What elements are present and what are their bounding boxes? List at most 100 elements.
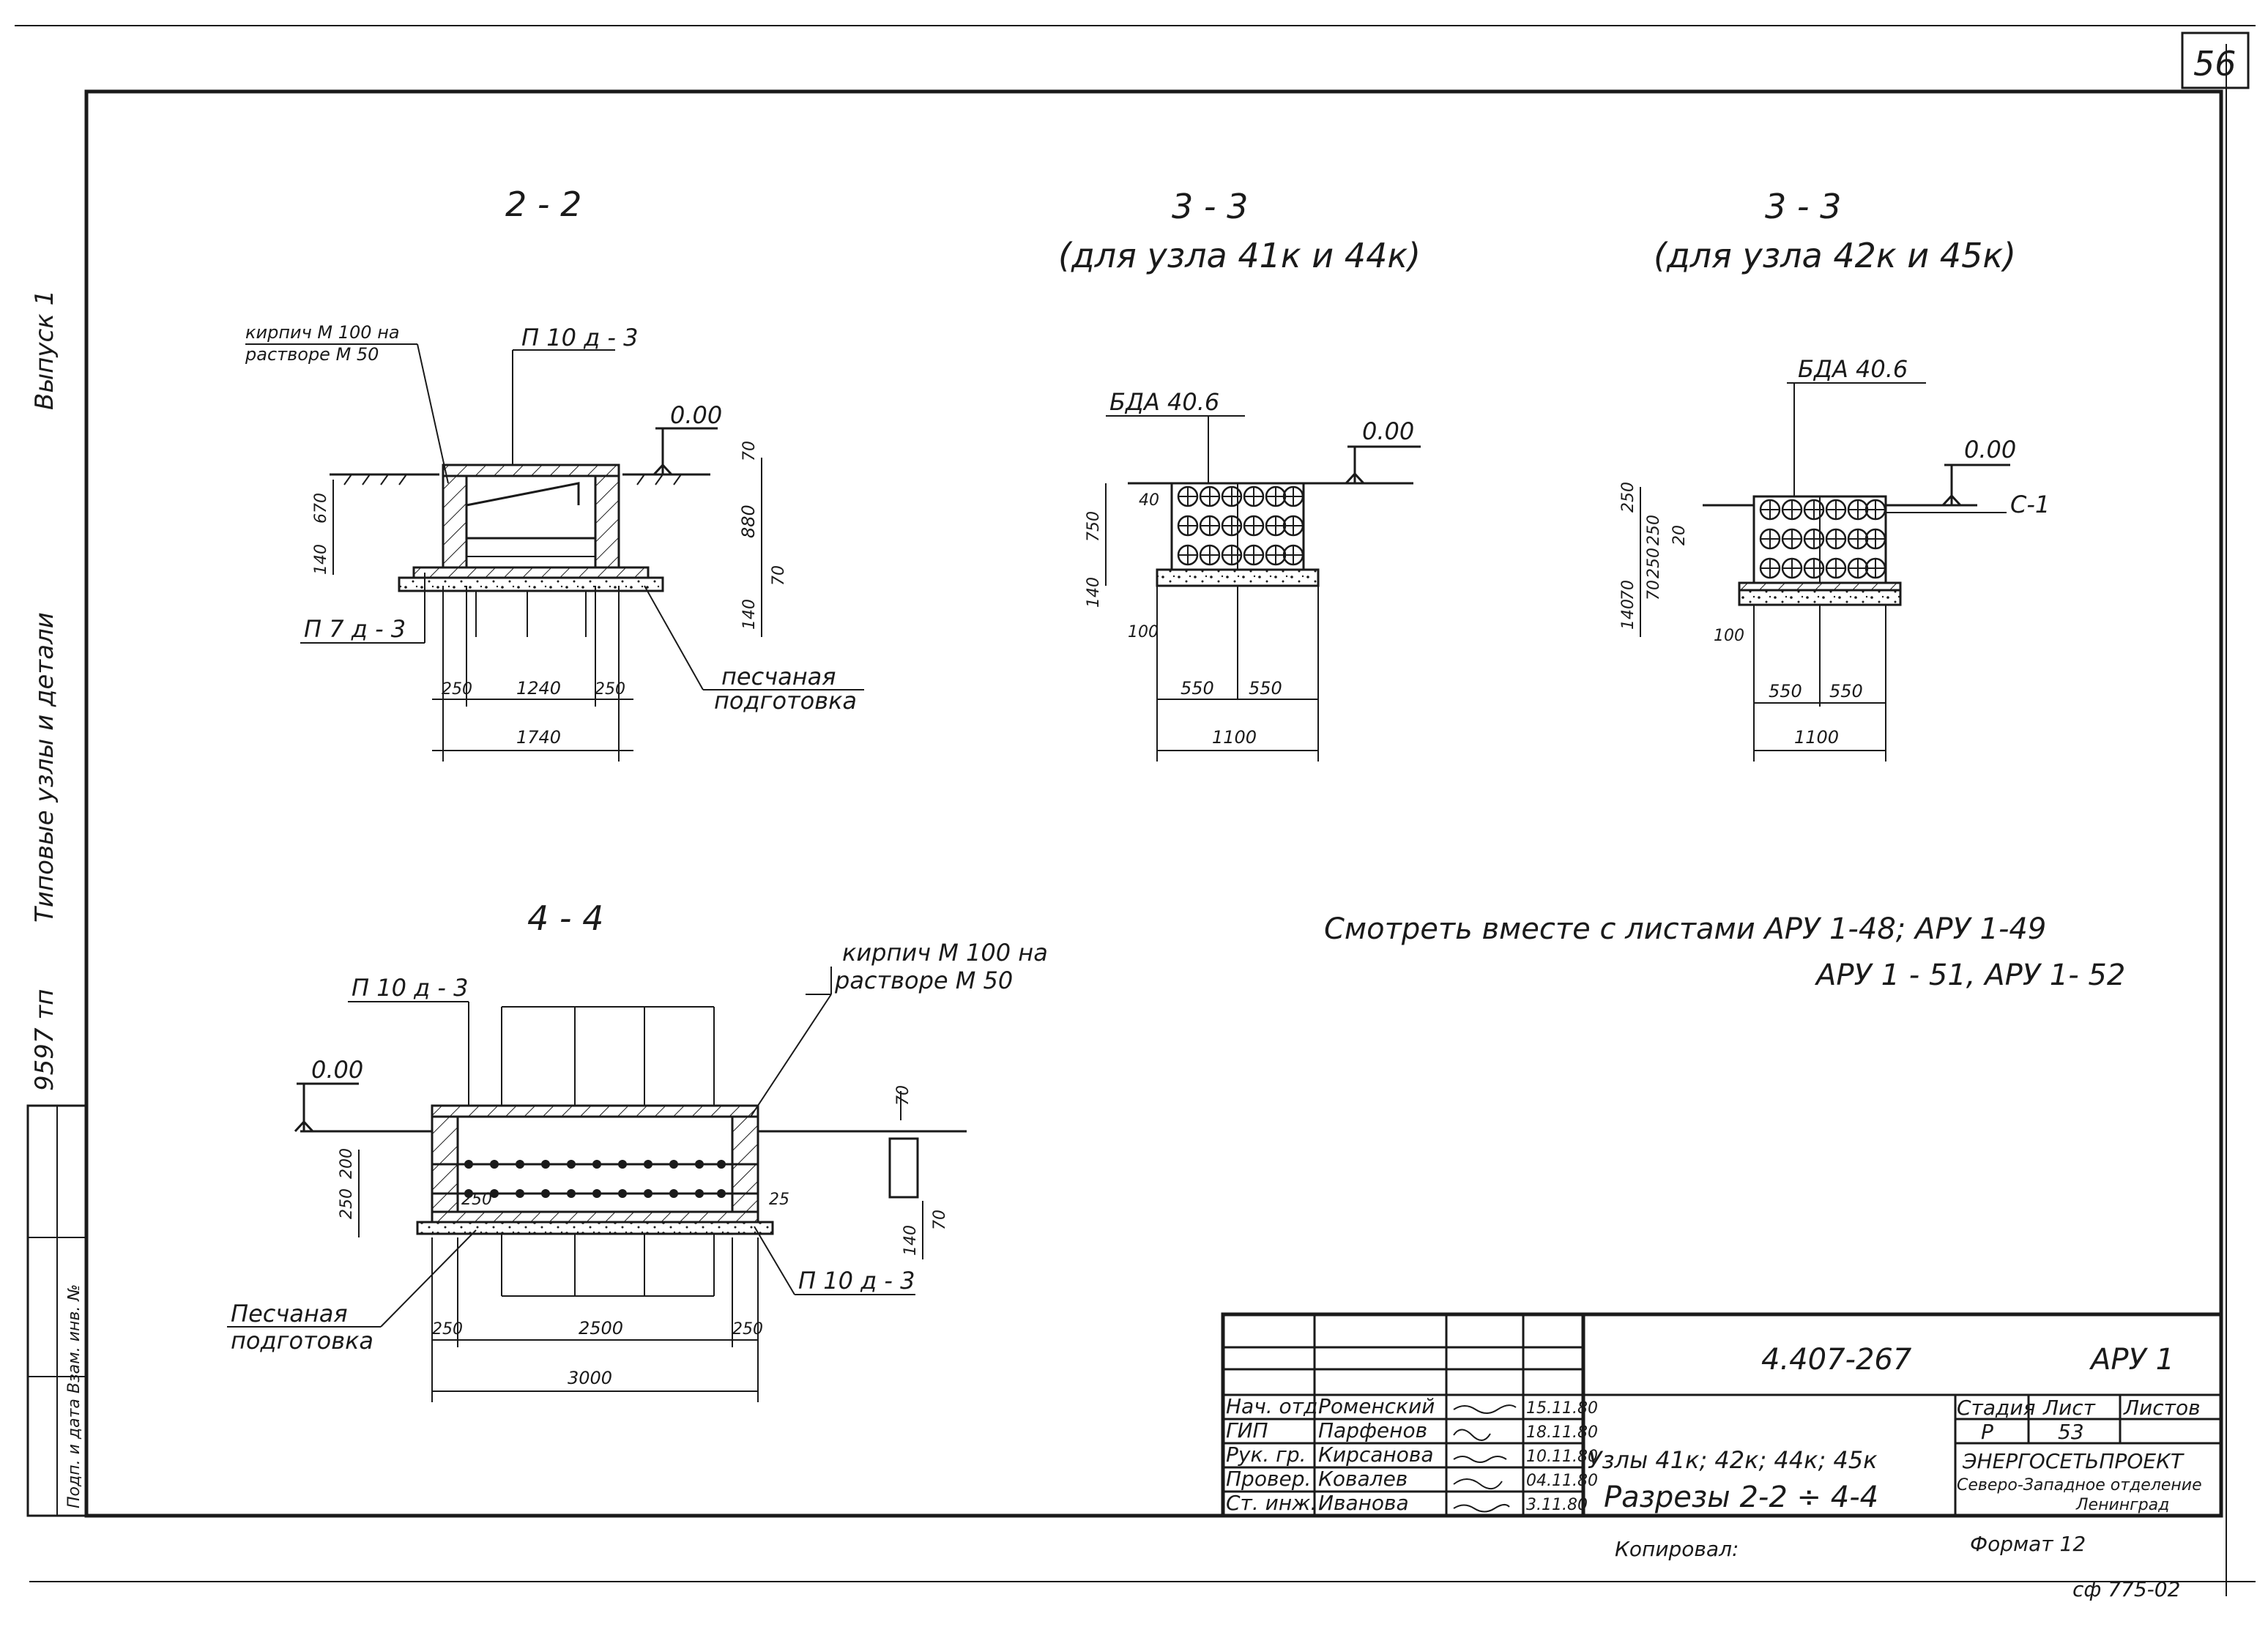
tb-sheets-label: Листов: [2123, 1396, 2201, 1420]
s44-slab-top: П 10 д - 3: [352, 974, 469, 1002]
side-series: Выпуск 1: [30, 290, 59, 410]
s33a-dim-1100: 1100: [1212, 727, 1257, 748]
section-4-4: 4 - 4 0.00: [227, 898, 1048, 1402]
s33b-dim-550-left: 550: [1769, 681, 1802, 701]
s44-level: 0.00: [311, 1056, 363, 1084]
s44-sand-note-2: подготовка: [231, 1327, 373, 1355]
s33a-pipe-matrix: [1177, 485, 1304, 566]
s44-sand-note-1: Песчаная: [231, 1300, 348, 1328]
note-line-2: АРУ 1 - 51, АРУ 1- 52: [1814, 958, 2125, 992]
tb-role-1: ГИП: [1226, 1418, 1268, 1442]
s44-dim-250-right: 250: [732, 1320, 763, 1339]
title-block: 4.407-267 АРУ 1 Нач. отд. Роменский 15.1…: [1221, 1312, 2223, 1518]
tb-name-2: Кирсанова: [1318, 1442, 1434, 1467]
s44-slab-bottom: П 10 д - 3: [798, 1267, 915, 1295]
format-label: Формат 12: [1970, 1532, 2086, 1556]
side-subject: Типовые узлы и детали: [30, 612, 59, 923]
tb-drawing-title-2: Разрезы 2-2 ÷ 4-4: [1604, 1481, 1878, 1514]
s22-brick-note-2: растворе М 50: [245, 344, 379, 365]
s33b-block-label: БДА 40.6: [1798, 355, 1908, 383]
s33b-dim-250-2: 250: [1645, 515, 1663, 546]
s33b-dim-550-right: 550: [1829, 681, 1863, 701]
tb-org: ЭНЕРГОСЕТЬПРОЕКТ: [1962, 1449, 2185, 1473]
tb-date-1: 18.11.80: [1526, 1423, 1598, 1442]
s33b-pipe-matrix: [1759, 499, 1886, 579]
s33a-dim-550-left: 550: [1181, 678, 1214, 699]
tb-date-2: 10.11.80: [1526, 1448, 1598, 1466]
side-strip: Выпуск 1 Типовые узлы и детали 9597 тп П…: [26, 290, 88, 1517]
s44-dim-2500: 2500: [579, 1318, 623, 1339]
note-line-1: Смотреть вместе с листами АРУ 1-48; АРУ …: [1324, 912, 2046, 946]
s33a-dim-550-right: 550: [1249, 678, 1282, 699]
s22-slab-top: П 10 д - 3: [521, 324, 639, 351]
s44-dim-25: 25: [769, 1191, 789, 1209]
s22-dim-880: 880: [738, 505, 759, 538]
tb-code: 4.407-267: [1761, 1343, 1912, 1377]
tb-name-1: Парфенов: [1318, 1418, 1427, 1442]
tb-date-4: 3.11.80: [1526, 1496, 1588, 1514]
s33a-dim-750: 750: [1085, 511, 1103, 542]
side-stamp-text: Подп. и дата Взам. инв. №: [65, 1284, 83, 1508]
section-3-3-b: 3 - 3 (для узла 42к и 45к) 550 550 1100 …: [1619, 187, 2050, 762]
sheet-frame: [15, 25, 2256, 1596]
s22-dim-1740: 1740: [516, 727, 561, 748]
s22-dim-250-right: 250: [595, 680, 625, 699]
reference-code: сф 775-02: [2072, 1577, 2180, 1601]
s33b-dim-140: 140: [1619, 599, 1637, 630]
s22-level: 0.00: [670, 401, 722, 429]
section-2-2-title: 2 - 2: [505, 185, 581, 224]
tb-sheet: 53: [2058, 1420, 2084, 1444]
s33a-dim-40: 40: [1139, 491, 1159, 510]
s44-dim-140: 140: [901, 1225, 920, 1256]
s44-title: 4 - 4: [527, 898, 603, 938]
s33a-title: 3 - 3: [1172, 187, 1248, 226]
tb-role-2: Рук. гр.: [1226, 1442, 1306, 1467]
s33b-dim-70: 70: [1645, 580, 1663, 600]
s33b-subtitle: (для узла 42к и 45к): [1654, 236, 2016, 275]
tb-sheet-label: Лист: [2042, 1396, 2096, 1420]
s22-dim-140-left: 140: [312, 544, 330, 575]
tb-name-0: Роменский: [1318, 1394, 1435, 1418]
tb-role-0: Нач. отд.: [1226, 1394, 1324, 1418]
tb-album: АРУ 1: [2089, 1343, 2174, 1377]
s22-brick-note-1: кирпич М 100 на: [245, 322, 400, 343]
s44-dim-200: 200: [338, 1148, 356, 1179]
s33b-dim-250-1: 250: [1619, 482, 1637, 513]
s44-dim-250-left: 250: [432, 1320, 463, 1339]
s22-dim-70-top: 70: [740, 441, 759, 461]
s44-brick-note-1: кирпич М 100 на: [842, 939, 1048, 967]
s44-dim-3000: 3000: [568, 1368, 612, 1388]
copied-label: Копировал:: [1615, 1537, 1739, 1561]
s22-dim-1240: 1240: [516, 678, 561, 699]
s44-brick-note-2: растворе М 50: [834, 967, 1013, 994]
s33b-dim-1100: 1100: [1794, 727, 1839, 748]
s44-cable-row: [464, 1160, 726, 1198]
section-2-2: 2 - 2 0.00 кирпич М 100 на растворе: [245, 185, 864, 762]
s22-sand-note-1: песчаная: [721, 663, 836, 690]
tb-signatures: [1453, 1404, 1517, 1513]
s22-sand-note-2: подготовка: [714, 687, 857, 715]
tb-date-3: 04.11.80: [1526, 1472, 1598, 1490]
tb-stage: Р: [1981, 1420, 1993, 1444]
s33b-dim-250-3: 250: [1645, 548, 1663, 578]
s22-dim-70-bottom: 70: [770, 565, 788, 586]
s33b-cable-label: С-1: [2010, 491, 2050, 518]
tb-role-3: Провер.: [1226, 1467, 1311, 1491]
tb-drawing-title-1: Узлы 41к; 42к; 44к; 45к: [1588, 1446, 1878, 1474]
side-inventory-number: 9597 тп: [30, 989, 59, 1091]
tb-role-4: Ст. инж.: [1226, 1491, 1317, 1515]
tb-org-dept: Северо-Западное отделение: [1957, 1476, 2202, 1494]
s33a-block-label: БДА 40.6: [1109, 388, 1219, 416]
s22-dim-140: 140: [740, 599, 759, 630]
tb-name-4: Иванова: [1318, 1491, 1409, 1515]
s22-dim-670: 670: [312, 493, 330, 524]
s44-dim-70-top: 70: [894, 1085, 912, 1106]
s33b-level: 0.00: [1964, 436, 2016, 463]
s44-dim-70-bottom: 70: [931, 1210, 949, 1230]
s33b-dim-20: 20: [1670, 525, 1689, 546]
s33b-dim-70-b: 70: [1619, 580, 1637, 600]
s33a-level: 0.00: [1362, 417, 1414, 445]
s33a-subtitle: (для узла 41к и 44к): [1058, 236, 1421, 275]
section-3-3-a: 3 - 3 (для узла 41к и 44к) 550 550 1100 …: [1058, 187, 1421, 762]
